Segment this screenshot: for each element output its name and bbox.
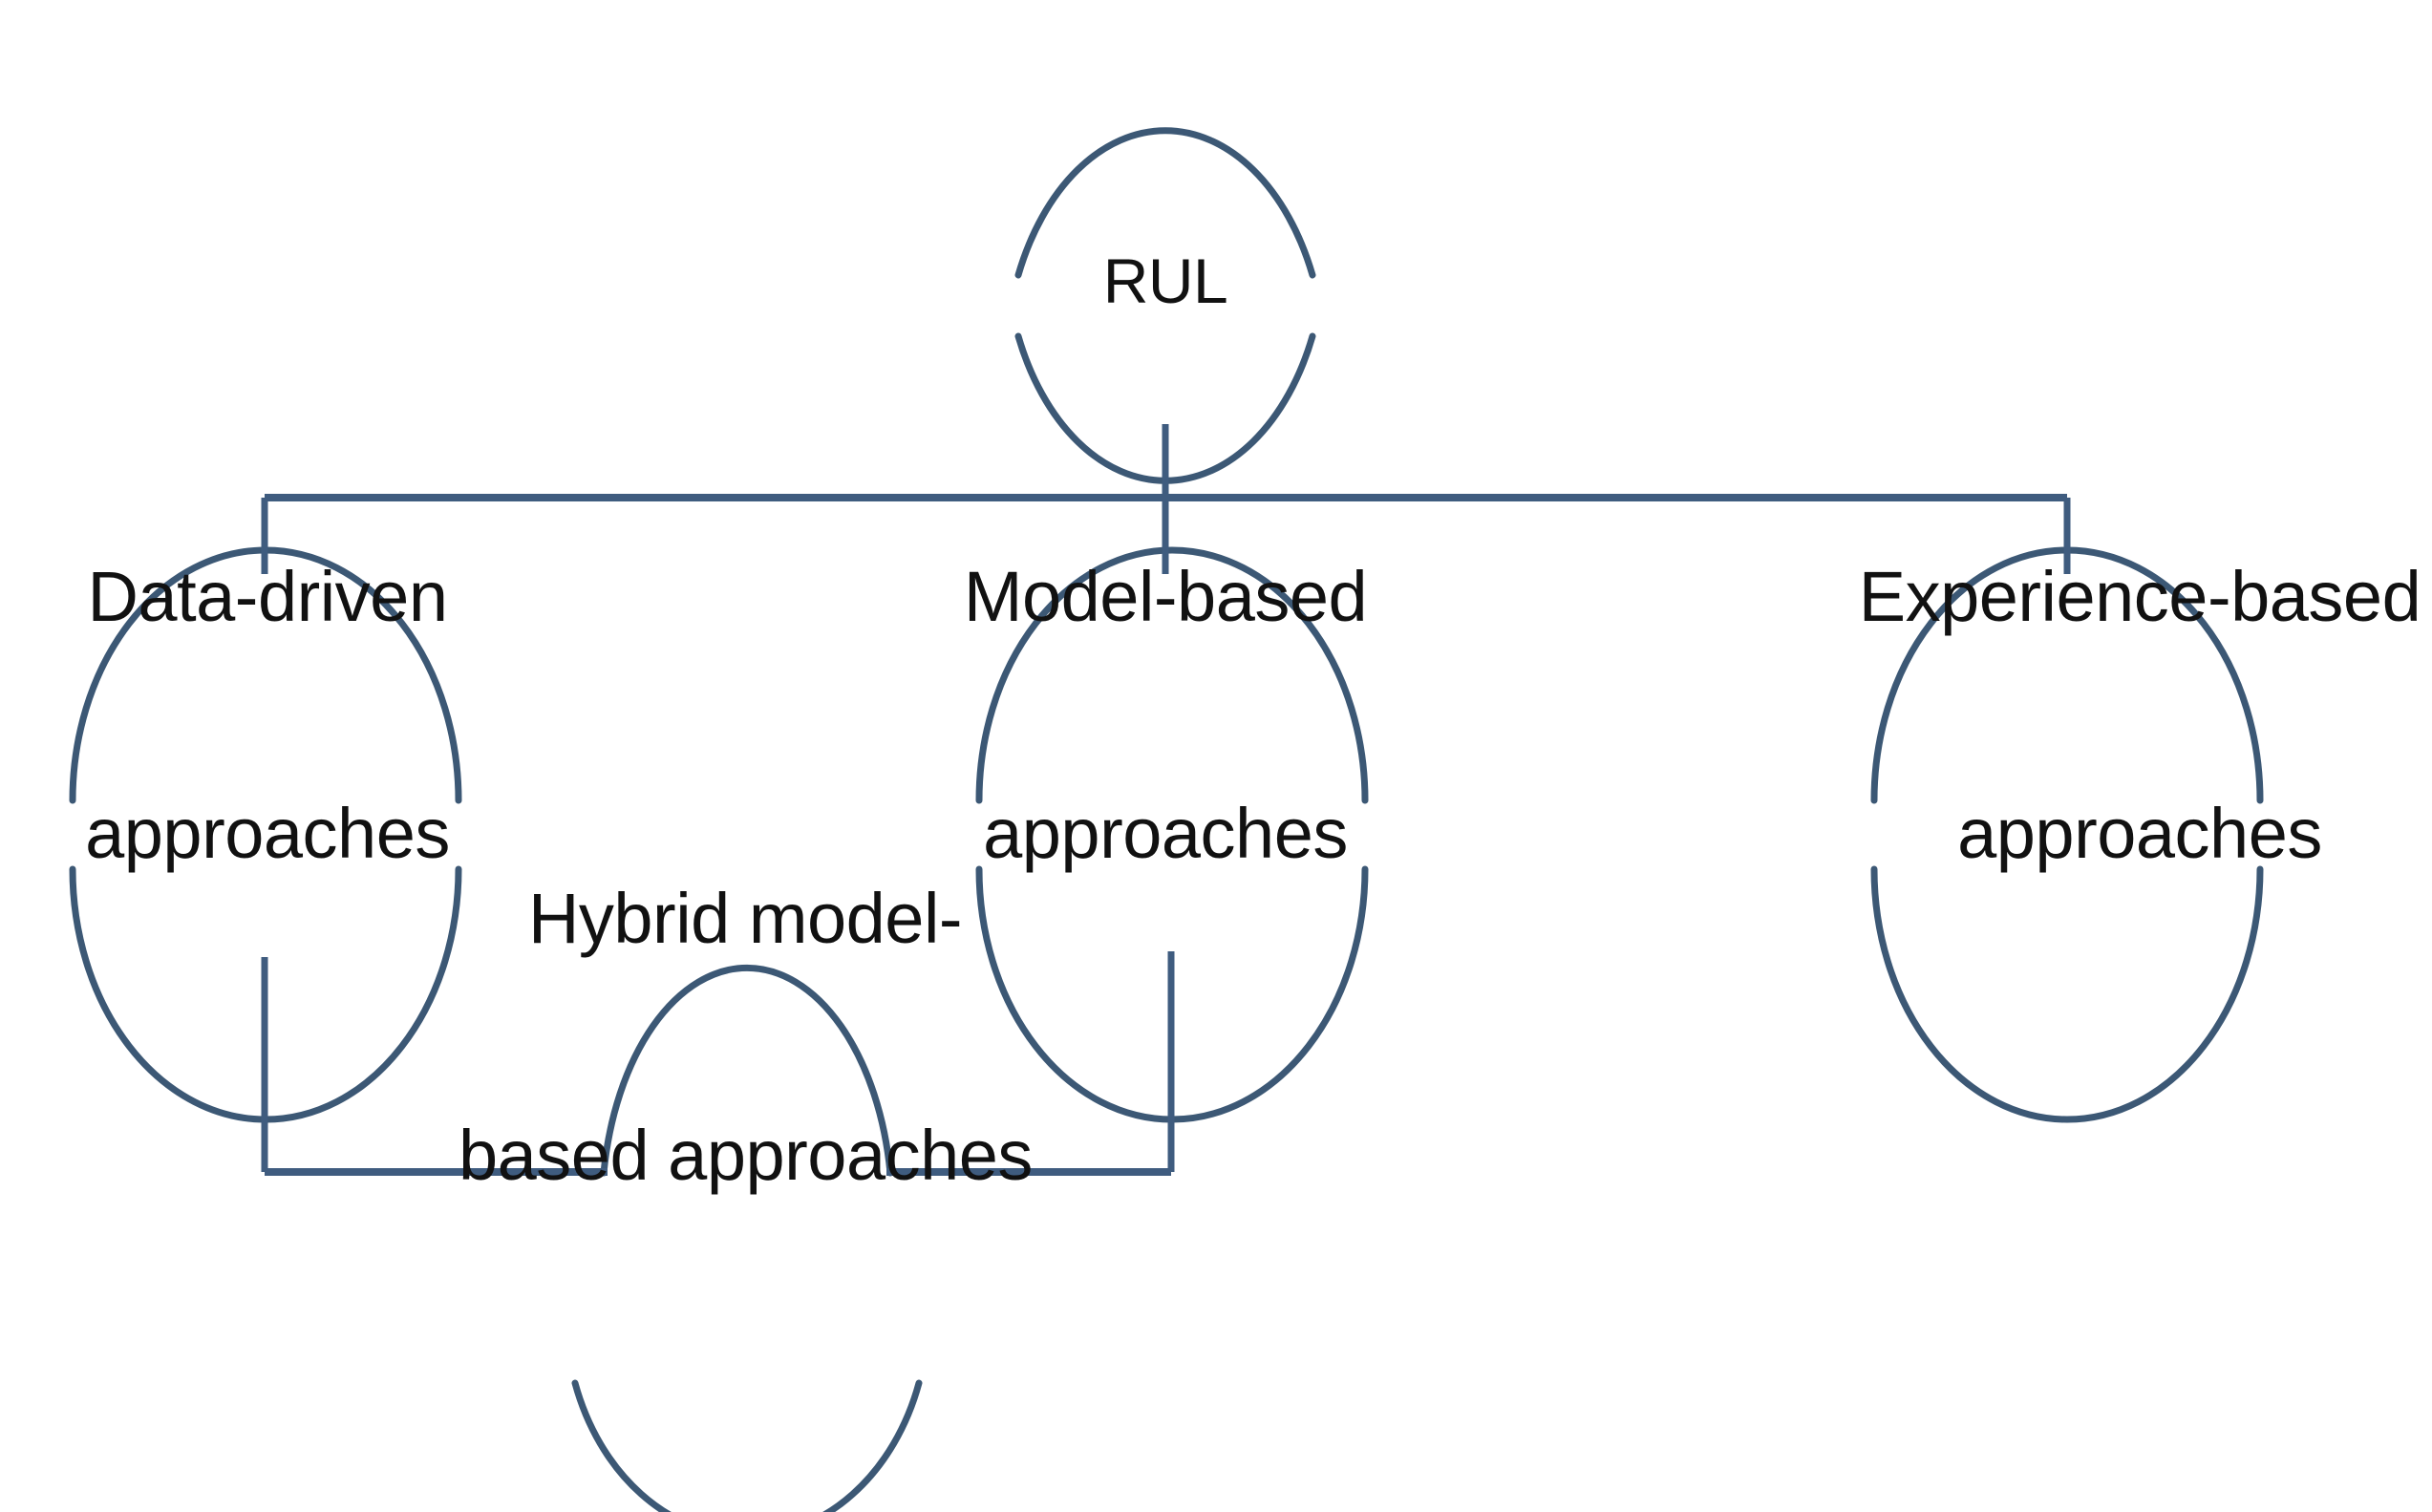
node-label-hybrid-model-based: Hybrid model- based approaches	[459, 721, 1033, 1354]
node-label-model-based-line1: Model-based	[963, 556, 1368, 636]
node-label-model-based: Model-based approaches	[879, 399, 1452, 1033]
node-label-hybrid-line2: based approaches	[459, 1116, 1033, 1196]
node-label-experience-based-line1: Experience-based	[1858, 556, 2421, 636]
node-label-data-driven-line2: approaches	[85, 794, 450, 874]
node-label-data-driven: Data-driven approaches	[0, 399, 554, 1033]
node-label-model-based-line2: approaches	[983, 794, 1348, 874]
node-shape-hybrid-model-based	[571, 964, 923, 1512]
hybrid-bottom-arc	[571, 1379, 923, 1512]
node-label-experience-based-line2: approaches	[1957, 794, 2322, 874]
connector-rul-to-children	[261, 424, 2071, 574]
node-label-data-driven-line1: Data-driven	[87, 556, 448, 636]
node-label-hybrid-line1: Hybrid model-	[527, 878, 963, 958]
node-label-rul: RUL	[1013, 105, 1318, 458]
experience-based-bottom-arc	[1870, 865, 2264, 1123]
node-label-experience-based: Experience-based approaches	[1844, 399, 2432, 1033]
model-based-top-arc	[975, 546, 1369, 804]
rul-top-arc	[1014, 127, 1316, 279]
connector-to-hybrid	[261, 951, 1175, 1176]
hybrid-top-arc	[600, 964, 894, 1177]
node-label-rul-line1: RUL	[1102, 245, 1228, 316]
